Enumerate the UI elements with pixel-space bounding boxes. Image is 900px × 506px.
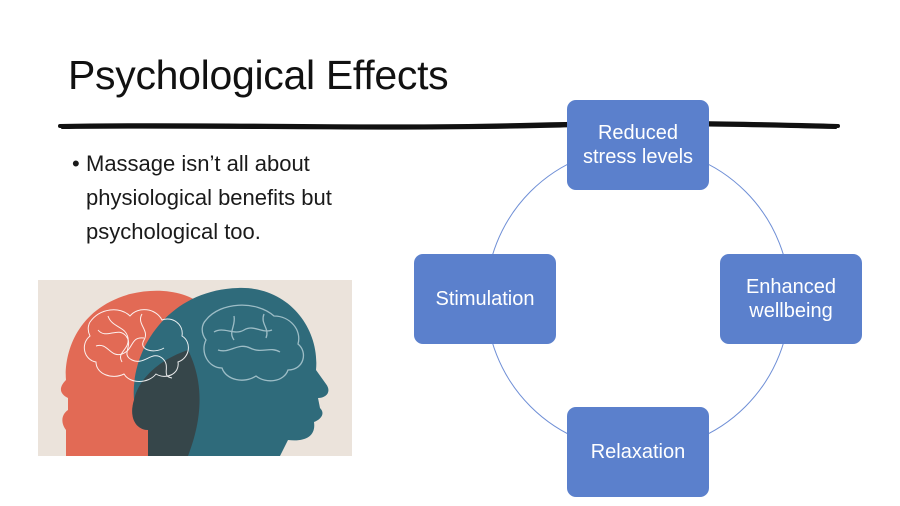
bullet-point: • Massage isn’t all about physiological …	[72, 147, 402, 249]
bullet-glyph: •	[72, 151, 80, 176]
cycle-node-stimulation: Stimulation	[414, 254, 556, 344]
cycle-node-relaxation: Relaxation	[567, 407, 709, 497]
cycle-node-reduced-stress: Reduced stress levels	[567, 100, 709, 190]
cycle-node-enhanced-wellbeing: Enhanced wellbeing	[720, 254, 862, 344]
bullet-text: Massage isn’t all about physiological be…	[86, 151, 332, 244]
two-heads-brain-illustration	[38, 280, 352, 456]
slide-title: Psychological Effects	[68, 52, 449, 98]
